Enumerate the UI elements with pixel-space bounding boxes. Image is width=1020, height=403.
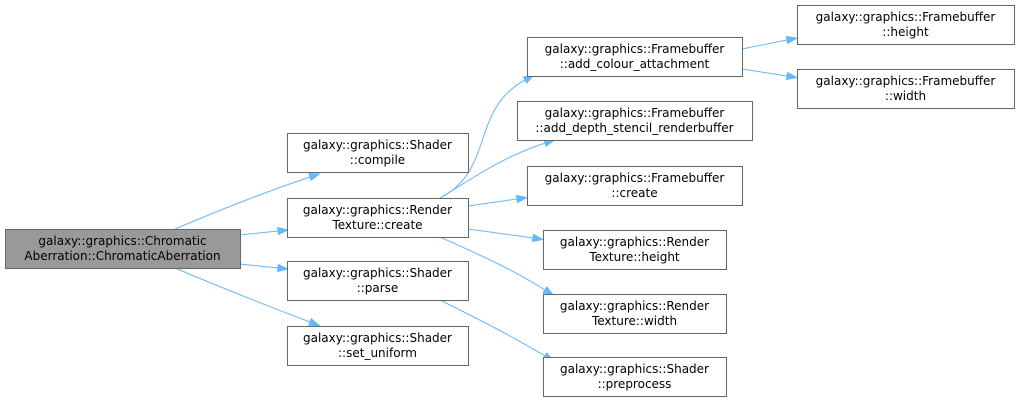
node-label-line: ::preprocess [598, 377, 672, 391]
node-label-line: galaxy::graphics::Shader [303, 331, 452, 345]
node-box [287, 133, 469, 173]
node-shader_parse[interactable]: galaxy::graphics::Shader::parse [287, 261, 469, 301]
node-box [527, 166, 743, 206]
node-box [797, 5, 1015, 45]
node-fb_add_depth[interactable]: galaxy::graphics::Framebuffer::add_depth… [517, 101, 753, 141]
edge-rt_create-to-fb_add_colour [439, 79, 526, 199]
node-label-line: ::add_colour_attachment [560, 57, 710, 71]
edges-layer [174, 35, 799, 362]
node-fb_create[interactable]: galaxy::graphics::Framebuffer::create [527, 166, 743, 206]
node-label-line: Texture::create [331, 218, 422, 232]
edge-arrowhead [531, 233, 545, 243]
node-label-line: ::parse [357, 281, 399, 295]
node-label-line: galaxy::graphics::Framebuffer [545, 106, 725, 120]
node-shader_preprocess[interactable]: galaxy::graphics::Shader::preprocess [543, 357, 727, 397]
edge-shader_parse-to-shader_preprocess [439, 299, 546, 357]
node-box [287, 198, 469, 238]
node-box [287, 326, 469, 366]
edge-arrowhead [515, 194, 529, 204]
node-box [527, 37, 743, 77]
node-box [287, 261, 469, 301]
edge-rt_create-to-rt_width [439, 236, 546, 291]
node-label-line: ::compile [350, 153, 405, 167]
node-label-line: Texture::width [591, 314, 677, 328]
node-box [543, 294, 727, 334]
edge-rt_create-to-fb_add_depth [439, 142, 546, 199]
edge-arrowhead [308, 317, 321, 327]
edge-ca_ctor-to-shader_set_uniform [174, 267, 311, 323]
node-label-line: Aberration::ChromaticAberration [24, 249, 220, 263]
edge-arrowhead [308, 173, 321, 182]
edge-arrowhead [785, 71, 799, 81]
edge-rt_create-to-rt_height [467, 228, 534, 239]
node-shader_compile[interactable]: galaxy::graphics::Shader::compile [287, 133, 469, 173]
node-label-line: galaxy::graphics::Render [560, 235, 709, 249]
edge-fb_add_colour-to-fb_width [741, 68, 788, 77]
node-box [797, 69, 1015, 109]
edge-ca_ctor-to-rt_create [239, 230, 279, 236]
node-label-line: galaxy::graphics::Shader [560, 362, 709, 376]
node-box [543, 230, 727, 270]
node-label-line: galaxy::graphics::Render [303, 203, 452, 217]
node-label-line: ::create [611, 186, 657, 200]
node-label-line: ::add_depth_stencil_renderbuffer [535, 121, 733, 135]
edge-arrowhead [785, 35, 799, 45]
node-shader_set_uniform[interactable]: galaxy::graphics::Shader::set_uniform [287, 326, 469, 366]
edge-fb_add_colour-to-fb_height [741, 39, 788, 50]
node-box [543, 357, 727, 397]
edge-ca_ctor-to-shader_parse [239, 263, 279, 269]
node-fb_add_colour[interactable]: galaxy::graphics::Framebuffer::add_colou… [527, 37, 743, 77]
node-fb_width[interactable]: galaxy::graphics::Framebuffer::width [797, 69, 1015, 109]
node-label-line: ::set_uniform [338, 346, 417, 360]
node-box [5, 229, 241, 269]
edge-arrowhead [277, 226, 290, 236]
node-label-line: ::width [885, 89, 926, 103]
node-fb_height[interactable]: galaxy::graphics::Framebuffer::height [797, 5, 1015, 45]
nodes-layer: galaxy::graphics::ChromaticAberration::C… [5, 5, 1015, 397]
node-label-line: galaxy::graphics::Framebuffer [545, 171, 725, 185]
node-label-line: galaxy::graphics::Framebuffer [545, 42, 725, 56]
node-label-line: galaxy::graphics::Shader [303, 138, 452, 152]
edge-ca_ctor-to-shader_compile [174, 176, 311, 230]
node-label-line: ::height [882, 25, 929, 39]
node-label-line: galaxy::graphics::Render [560, 299, 709, 313]
edge-rt_create-to-fb_create [467, 198, 518, 207]
node-ca_ctor[interactable]: galaxy::graphics::ChromaticAberration::C… [5, 229, 241, 269]
node-label-line: Texture::height [588, 250, 680, 264]
node-box [517, 101, 753, 141]
edge-arrowhead [277, 263, 290, 273]
node-label-line: galaxy::graphics::Shader [303, 266, 452, 280]
node-label-line: galaxy::graphics::Framebuffer [816, 10, 996, 24]
node-label-line: galaxy::graphics::Framebuffer [816, 74, 996, 88]
node-label-line: galaxy::graphics::Chromatic [38, 234, 206, 248]
